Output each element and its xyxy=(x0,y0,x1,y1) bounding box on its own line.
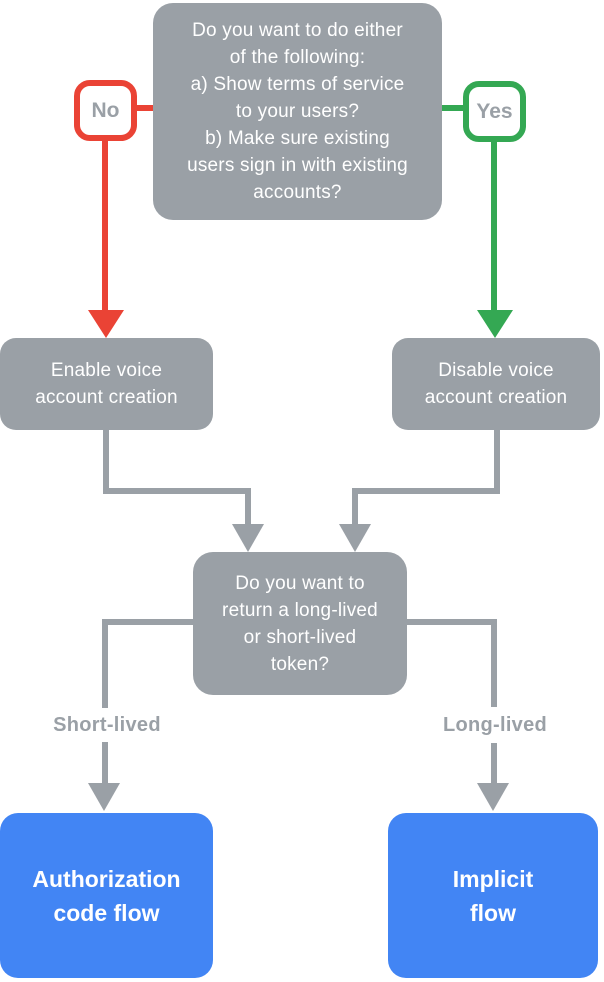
long-lived-branch-line xyxy=(403,619,495,625)
short-lived-branch-line xyxy=(102,619,108,785)
yes-branch-connector xyxy=(440,105,466,111)
no-branch-line xyxy=(102,138,108,310)
no-branch-arrowhead-icon xyxy=(88,310,124,338)
disable-to-question2-line xyxy=(352,488,358,526)
disable-to-question2-arrowhead-icon xyxy=(339,524,371,552)
long-lived-arrowhead-icon xyxy=(477,783,509,811)
no-badge: No xyxy=(74,80,137,141)
disable-voice-account-creation-node: Disable voice account creation xyxy=(392,338,600,430)
short-lived-tag: Short-lived xyxy=(22,708,192,742)
long-lived-tag: Long-lived xyxy=(410,707,580,743)
disable-to-question2-line xyxy=(352,488,500,494)
yes-branch-arrowhead-icon xyxy=(477,310,513,338)
enable-to-question2-line xyxy=(245,488,251,526)
question-2-node: Do you want to return a long-lived or sh… xyxy=(193,552,407,695)
short-lived-branch-line xyxy=(105,619,197,625)
no-branch-connector xyxy=(134,105,156,111)
short-lived-arrowhead-icon xyxy=(88,783,120,811)
implicit-flow-node: Implicit flow xyxy=(388,813,598,978)
question-1-node: Do you want to do either of the followin… xyxy=(153,3,442,220)
enable-to-question2-arrowhead-icon xyxy=(232,524,264,552)
disable-to-question2-line xyxy=(494,430,500,494)
authorization-code-flow-node: Authorization code flow xyxy=(0,813,213,978)
long-lived-branch-line xyxy=(491,619,497,785)
yes-badge: Yes xyxy=(463,81,526,142)
yes-branch-line xyxy=(491,139,497,310)
enable-to-question2-line xyxy=(103,430,109,494)
enable-to-question2-line xyxy=(103,488,251,494)
enable-voice-account-creation-node: Enable voice account creation xyxy=(0,338,213,430)
